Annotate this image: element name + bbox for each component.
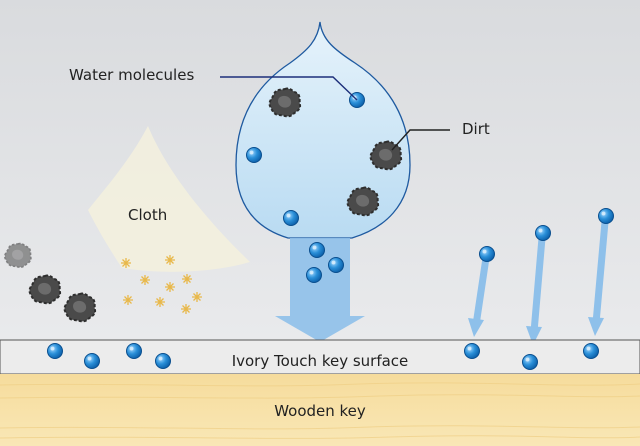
water-molecules-leader-line [220,76,358,101]
down-arrow-icon [592,221,609,324]
dirt-particle-icon [28,274,62,305]
down-arrow-icon [526,326,542,345]
cloth [88,126,250,272]
sparkle-icon [164,281,176,293]
dirt-leader-line [391,129,450,151]
wooden-key-label: Wooden key [274,402,366,420]
sparkle-icon [191,291,203,303]
dirt-particle-icon [4,242,32,269]
absorption-arrows [468,208,614,345]
sparkle-icon [120,257,132,269]
wood-grain [0,382,640,439]
dirt-label: Dirt [462,120,490,138]
sparkle-icon [181,273,193,285]
dirt-particle-icon [268,87,302,118]
sparkle-icon [164,254,176,266]
wooden-key [0,374,640,446]
sparkle-icon [154,296,166,308]
dirt-particle-icon [63,292,97,323]
down-arrow-icon [588,317,604,336]
sparkle-icon [139,274,151,286]
water-molecule-icon [479,246,495,262]
cloth-label: Cloth [128,206,168,224]
dirt-particle-icon [346,186,380,217]
water-molecules-label: Water molecules [69,66,195,84]
sparkle-icon [122,294,134,306]
key-surface-label: Ivory Touch key surface [231,352,409,370]
water-molecule-icon [309,242,325,258]
sparkle-icon [180,303,192,315]
water-molecule-icon [246,147,262,163]
down-arrow-icon [530,237,546,333]
water-molecule-icon [598,208,614,224]
down-arrow-icon [472,257,490,326]
water-molecule-icon [328,257,344,273]
water-molecule-icon [283,210,299,226]
water-molecule-icon [306,267,322,283]
water-molecule-icon [535,225,551,241]
down-arrow-icon [468,318,484,337]
